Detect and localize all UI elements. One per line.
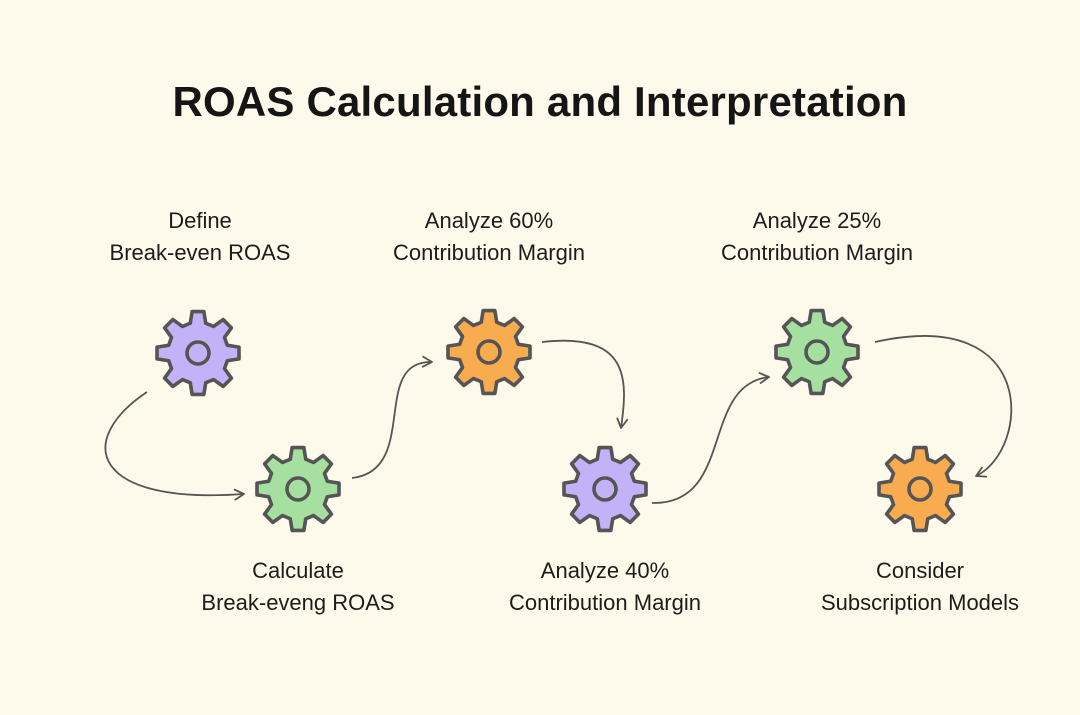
gear-icon (446, 308, 532, 396)
page-title: ROAS Calculation and Interpretation (172, 78, 908, 125)
step-label-analyze-25: Analyze 25% Contribution Margin (677, 205, 957, 269)
step-title: Define (168, 208, 232, 233)
step-title: Calculate (252, 558, 344, 583)
step-subtitle: Contribution Margin (509, 590, 701, 615)
connector-arrow-4 (651, 372, 770, 504)
step-label-define: Define Break-even ROAS (70, 205, 330, 269)
step-subtitle: Break-even ROAS (109, 240, 291, 265)
step-subtitle: Subscription Models (820, 590, 1020, 615)
step-label-analyze-40: Analyze 40% Contribution Margin (465, 555, 745, 619)
step-title: Analyze 40% (540, 558, 670, 583)
step-subtitle: Break-eveng ROAS (201, 590, 395, 615)
gear-icon (155, 309, 241, 397)
step-title: Analyze 60% (424, 208, 554, 233)
step-subtitle: Contribution Margin (721, 240, 913, 265)
step-label-consider: Consider Subscription Models (785, 555, 1055, 619)
connector-arrow-3 (541, 339, 629, 429)
step-subtitle: Contribution Margin (393, 240, 585, 265)
step-label-analyze-60: Analyze 60% Contribution Margin (349, 205, 629, 269)
gear-icon (877, 445, 963, 533)
gear-icon (774, 308, 860, 396)
step-title: Consider (875, 558, 965, 583)
connector-arrow-2 (351, 355, 433, 479)
gear-icon (562, 445, 648, 533)
step-label-calculate: Calculate Break-eveng ROAS (168, 555, 428, 619)
connector-arrow-1 (104, 391, 245, 501)
step-title: Analyze 25% (752, 208, 882, 233)
connector-arrow-5 (874, 335, 1013, 478)
gear-icon (255, 445, 341, 533)
